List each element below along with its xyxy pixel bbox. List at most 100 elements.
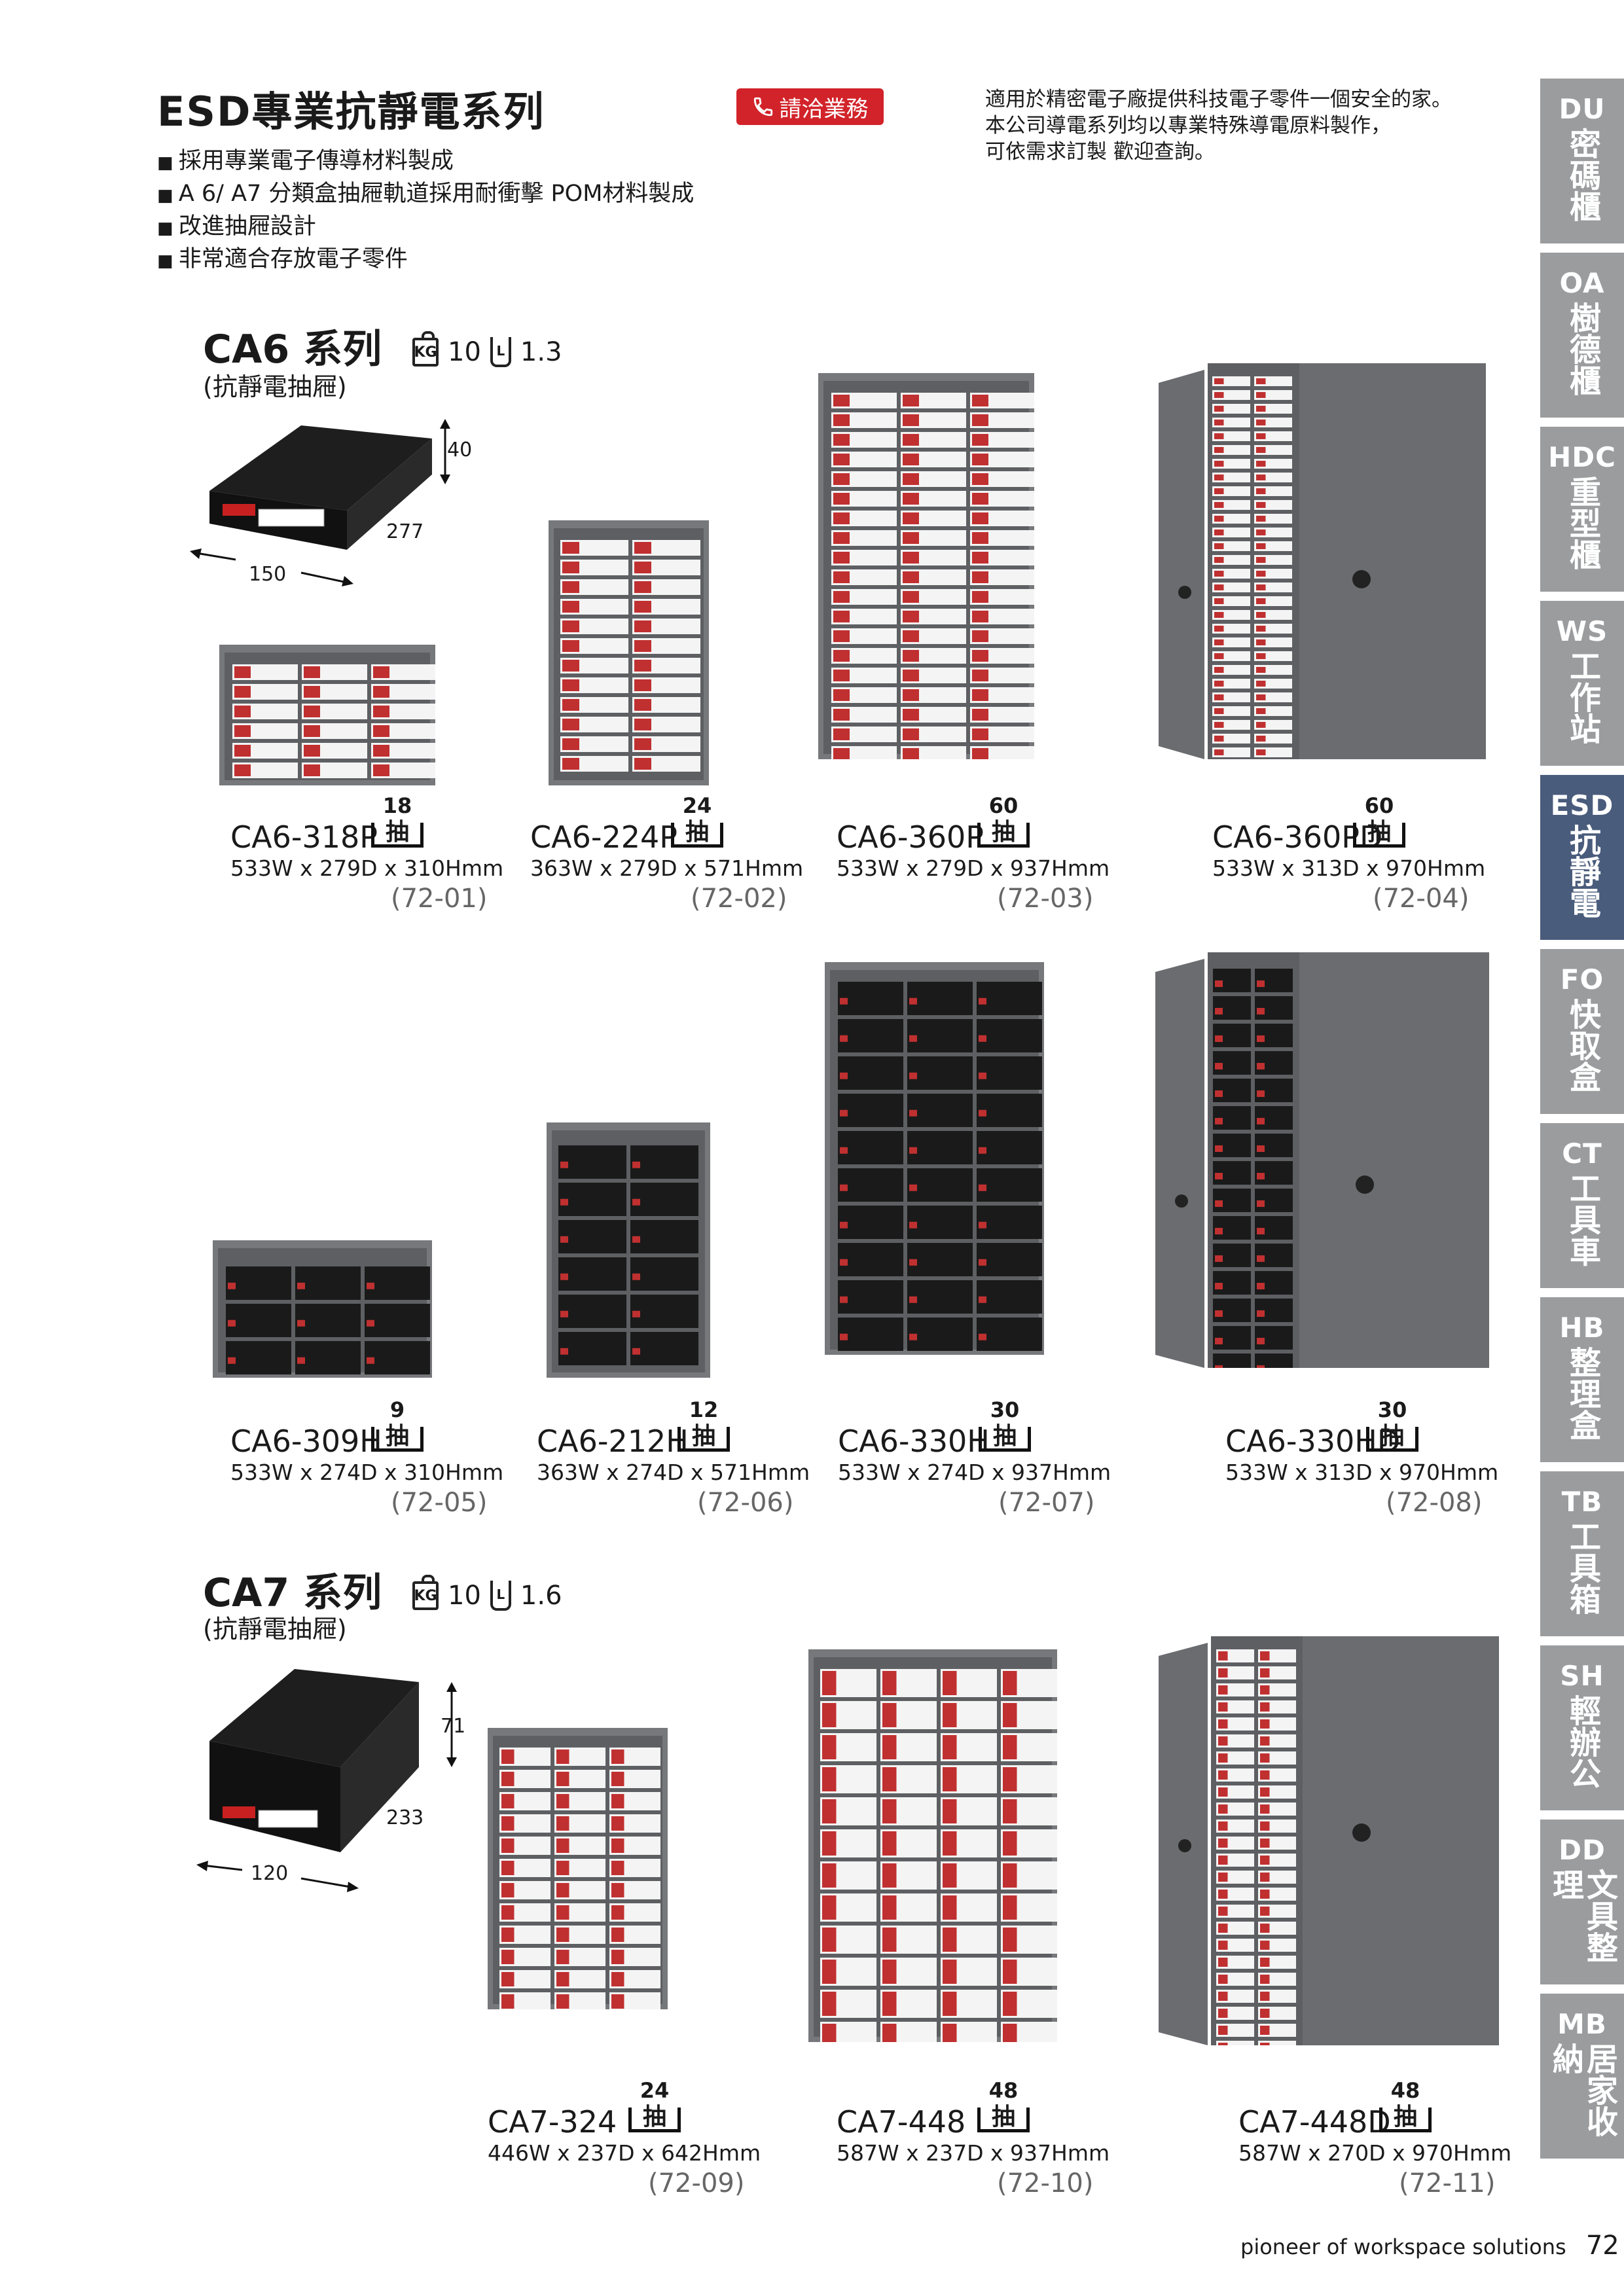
drawer	[1258, 2041, 1296, 2045]
drawer-icon: 抽	[371, 821, 424, 848]
drawer-label	[943, 1703, 957, 1727]
drawer	[838, 1094, 903, 1127]
feature-item: 非常適合存放電子零件	[157, 244, 694, 277]
footer-slogan: pioneer of workspace solutions	[1240, 2234, 1566, 2259]
drawer-label	[840, 1259, 848, 1266]
drawer-count: 24	[682, 793, 712, 818]
drawer-label	[1218, 1992, 1228, 2001]
drawer	[630, 1257, 698, 1291]
drawer-icon: 抽	[1379, 2106, 1432, 2132]
drawer-label	[903, 552, 919, 564]
drawer-label	[1256, 543, 1266, 549]
drawer-label	[1218, 1770, 1228, 1780]
drawer-label	[1257, 1255, 1265, 1262]
product-code: (72-04)	[1373, 884, 1470, 914]
drawer-icon: 抽	[628, 2106, 681, 2132]
cabinet-ca7-448	[808, 1649, 1057, 2042]
drawer-label	[501, 1839, 514, 1853]
drawer-label	[1214, 420, 1224, 425]
drawer-label	[562, 601, 579, 613]
drawer-label	[1214, 584, 1224, 590]
drawer-label	[556, 1839, 569, 1853]
drawer-label	[234, 686, 251, 698]
drawer	[365, 1266, 430, 1300]
drawer-label	[1003, 1895, 1017, 1920]
tab-label: 樹德櫃	[1564, 302, 1600, 396]
drawer-label	[501, 1749, 514, 1764]
drawer-label	[1215, 1283, 1223, 1289]
drawer	[1255, 1354, 1293, 1368]
feature-item: 改進抽屜設計	[157, 211, 694, 244]
drawer-label	[882, 1703, 897, 1727]
drawer-label	[1218, 1890, 1228, 1899]
drawer-label	[634, 679, 651, 691]
drawer-label	[822, 2024, 837, 2042]
drawer-label	[1257, 980, 1265, 987]
drawer-label	[1260, 1702, 1270, 1712]
drawer-label	[304, 764, 320, 776]
drawer	[365, 1304, 430, 1337]
drawer-label	[1218, 1924, 1228, 1933]
drawer-label	[903, 493, 919, 505]
drawer-label	[972, 434, 988, 446]
drawer-label	[1260, 1787, 1270, 1797]
drawer-label	[1218, 1821, 1228, 1831]
drawer	[838, 982, 903, 1015]
drawer-label	[1215, 1228, 1223, 1234]
drawer-label	[611, 1772, 624, 1786]
weight-icon: KG	[412, 1575, 439, 1610]
drawer-label	[1260, 2026, 1270, 2035]
drawer-label	[882, 1799, 897, 1823]
drawer-label	[1214, 722, 1224, 728]
drawer-label	[611, 1905, 624, 1920]
drawer	[977, 1168, 1042, 1202]
product-name: CA7-448D	[1238, 2104, 1391, 2140]
drawer-label	[1257, 1145, 1265, 1152]
contact-sales-button[interactable]: 請洽業務	[736, 88, 884, 125]
drawer-label	[903, 473, 919, 485]
feature-list: 採用專業電子傳導材料製成 A 6/ A7 分類盒抽屜軌道採用耐衝擊 POM材料製…	[157, 146, 695, 277]
drawer-label	[903, 630, 919, 642]
drawer-label	[909, 1184, 917, 1191]
drawer-label	[903, 611, 919, 622]
drawer-label	[560, 1273, 568, 1280]
drawer	[295, 1304, 361, 1337]
drawer	[630, 1332, 698, 1365]
drawer-label	[943, 1992, 957, 2016]
drawer-label	[634, 640, 651, 652]
drawer-label	[1218, 1804, 1228, 1814]
product-code: (72-02)	[691, 884, 787, 914]
drawer-label	[501, 1972, 514, 1986]
drawer-label	[1218, 2026, 1228, 2035]
drawer-label	[833, 454, 850, 465]
drawer-label	[297, 1357, 305, 1364]
drawer-label	[1260, 1685, 1270, 1695]
drawer	[907, 982, 973, 1015]
drawer	[907, 1094, 973, 1127]
drawer-label	[903, 454, 919, 465]
tab-label: 重型櫃	[1564, 476, 1600, 570]
drawer-label	[1218, 1839, 1228, 1848]
drawer-label	[1214, 529, 1224, 535]
drawer	[907, 1168, 973, 1202]
drawer-label	[833, 571, 850, 583]
drawer-label	[1260, 1839, 1270, 1848]
drawer-label	[882, 1735, 897, 1759]
drawer-label	[882, 1863, 897, 1888]
drawer-label	[634, 660, 651, 672]
drawer-count: 60	[988, 793, 1019, 818]
drawer-icon: 抽	[1353, 821, 1405, 848]
drawer-label	[1003, 1671, 1017, 1695]
